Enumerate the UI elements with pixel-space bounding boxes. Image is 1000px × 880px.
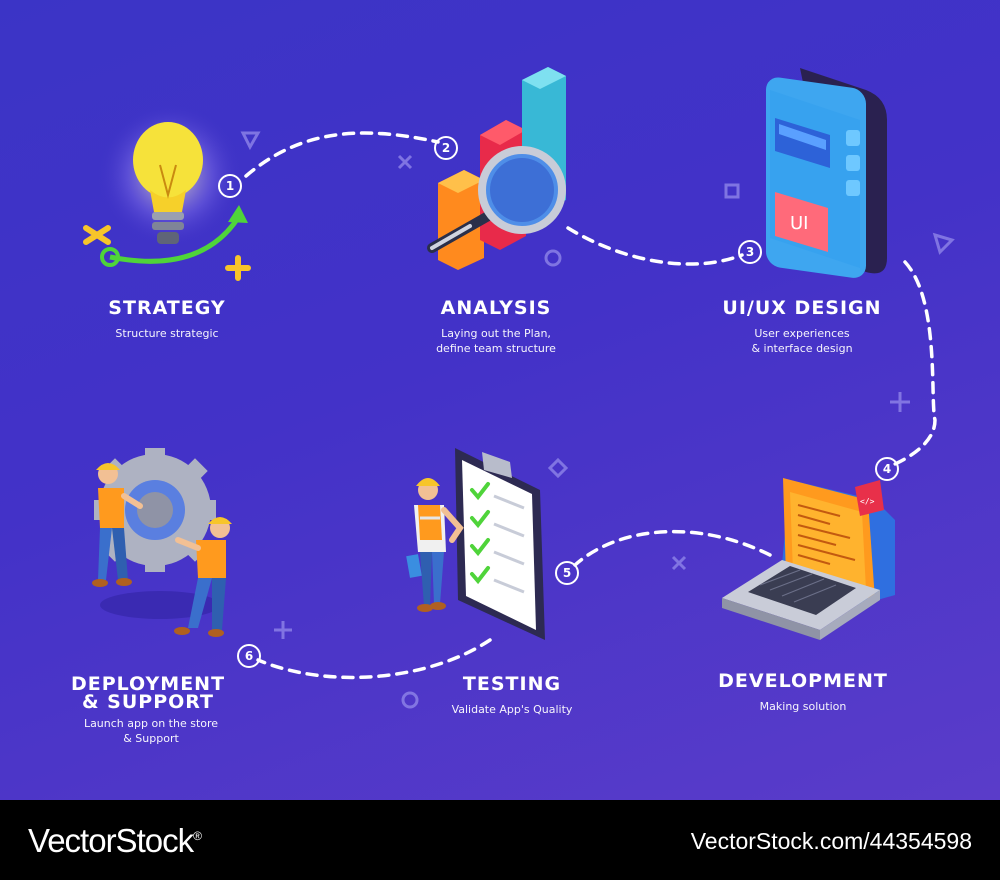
step-desc-testing: Validate App's Quality (451, 703, 573, 716)
step-number-badge: 2 (434, 136, 458, 160)
step-title-analysis: ANALYSIS (440, 297, 552, 319)
step-title-strategy: STRATEGY (108, 297, 226, 319)
x-deco (397, 154, 413, 170)
infographic-canvas: UI </> (0, 0, 1000, 800)
step-number-badge: 4 (875, 457, 899, 481)
magnifier-icon (427, 146, 566, 253)
triangle-deco-2 (932, 232, 955, 255)
circle-deco-2 (401, 691, 419, 709)
step-title-deployment: DEPLOYMENT (70, 673, 226, 695)
triangle-deco (240, 131, 261, 151)
brand-mark: ® (193, 829, 202, 843)
step-desc-deployment: & Support (123, 732, 179, 745)
circle-deco (544, 249, 562, 267)
support-workers-icon (92, 463, 232, 637)
process-path (244, 131, 937, 680)
code-tag-label: </> (860, 497, 875, 506)
tester-worker-icon (406, 478, 464, 612)
growth-arrow-icon (83, 205, 251, 281)
path-2-3 (566, 226, 744, 266)
phone-ui-label: UI (790, 213, 808, 234)
path-1-2 (244, 131, 440, 178)
path-3-4 (891, 260, 937, 467)
clipboard-checklist-icon (455, 448, 545, 640)
step-number-badge: 3 (738, 240, 762, 264)
step-desc-deployment: Launch app on the store (83, 717, 219, 730)
illustration-layer: UI </> (83, 67, 955, 709)
plus-deco-2 (274, 621, 292, 639)
path-4-5 (573, 529, 772, 567)
step-number-badge: 5 (555, 561, 579, 585)
step-number-badge: 6 (237, 644, 261, 668)
step-desc-strategy: Structure strategic (115, 327, 219, 340)
step-desc-analysis: define team structure (436, 342, 556, 355)
step-number-badge: 1 (218, 174, 242, 198)
lightbulb-icon (98, 103, 242, 247)
brand-logo: VectorStock® (28, 822, 202, 860)
square-deco (724, 183, 740, 199)
step-title-uiux: UI/UX DESIGN (722, 297, 882, 319)
step-desc-development: Making solution (759, 700, 847, 713)
brand-name: VectorStock (28, 822, 194, 859)
watermark-footer: VectorStock® VectorStock.com/44354598 (0, 800, 1000, 880)
step-title-deployment: & SUPPORT (81, 691, 215, 713)
step-desc-uiux: User experiences (754, 327, 850, 340)
step-desc-uiux: & interface design (751, 342, 853, 355)
x-deco-2 (671, 555, 687, 571)
phone-ui-icon: UI (766, 68, 887, 278)
step-desc-analysis: Laying out the Plan, (441, 327, 551, 340)
plus-deco (890, 392, 910, 412)
diamond-deco (547, 457, 569, 479)
decorations (240, 131, 955, 709)
step-title-development: DEVELOPMENT (718, 670, 888, 692)
step-title-testing: TESTING (462, 673, 562, 695)
image-id: VectorStock.com/44354598 (690, 828, 972, 854)
path-5-6 (256, 638, 492, 680)
laptop-icon: </> (722, 478, 895, 640)
